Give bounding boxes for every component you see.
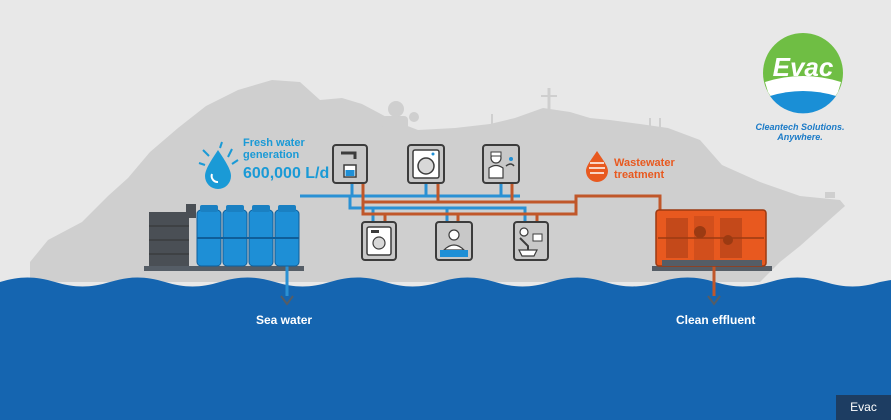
fresh-water-pipes — [285, 183, 527, 296]
fresh-water-generator — [149, 204, 300, 267]
lifeboat — [825, 192, 835, 198]
evac-logo — [763, 33, 843, 114]
fresh-water-line1: Fresh water — [243, 137, 305, 149]
radar-dome — [388, 101, 404, 117]
wastewater-line1: Wastewater — [614, 157, 675, 169]
treatment-deck — [652, 266, 772, 271]
faucet-glass-icon — [332, 144, 368, 184]
washing-machine-icon — [407, 144, 445, 184]
tagline-line2: Anywhere. — [777, 132, 823, 142]
credit-badge: Evac — [836, 395, 891, 420]
dishwasher-icon — [361, 221, 397, 261]
logo-text: Evac — [772, 52, 834, 82]
fresh-water-generation-label: Fresh water generation — [243, 137, 305, 161]
brand-tagline: Cleantech Solutions. Anywhere. — [745, 122, 855, 142]
effluent-outlet-arrow — [707, 295, 721, 306]
sea-water-label: Sea water — [256, 313, 313, 327]
tagline-line1: Cleantech Solutions. — [755, 122, 845, 132]
wastewater-treatment-unit — [655, 209, 767, 267]
wastewater-drop-icon — [586, 151, 608, 182]
water-drop-icon — [198, 141, 239, 189]
ship-funnel — [382, 116, 408, 130]
chef-icon — [482, 144, 520, 184]
wastewater-pipes — [361, 183, 716, 296]
sea-intake-arrow — [280, 295, 294, 306]
equipment-deck — [144, 266, 304, 271]
bather-icon — [435, 221, 473, 261]
toilet-icon — [513, 221, 549, 261]
wastewater-line2: treatment — [614, 169, 665, 181]
wastewater-treatment-label: Wastewater treatment — [614, 157, 675, 181]
fresh-water-rate: 600,000 L/d — [243, 165, 330, 182]
fresh-water-line2: generation — [243, 149, 300, 161]
radar-dome-2 — [409, 112, 419, 122]
sea — [0, 277, 891, 420]
clean-effluent-label: Clean effluent — [676, 313, 756, 327]
